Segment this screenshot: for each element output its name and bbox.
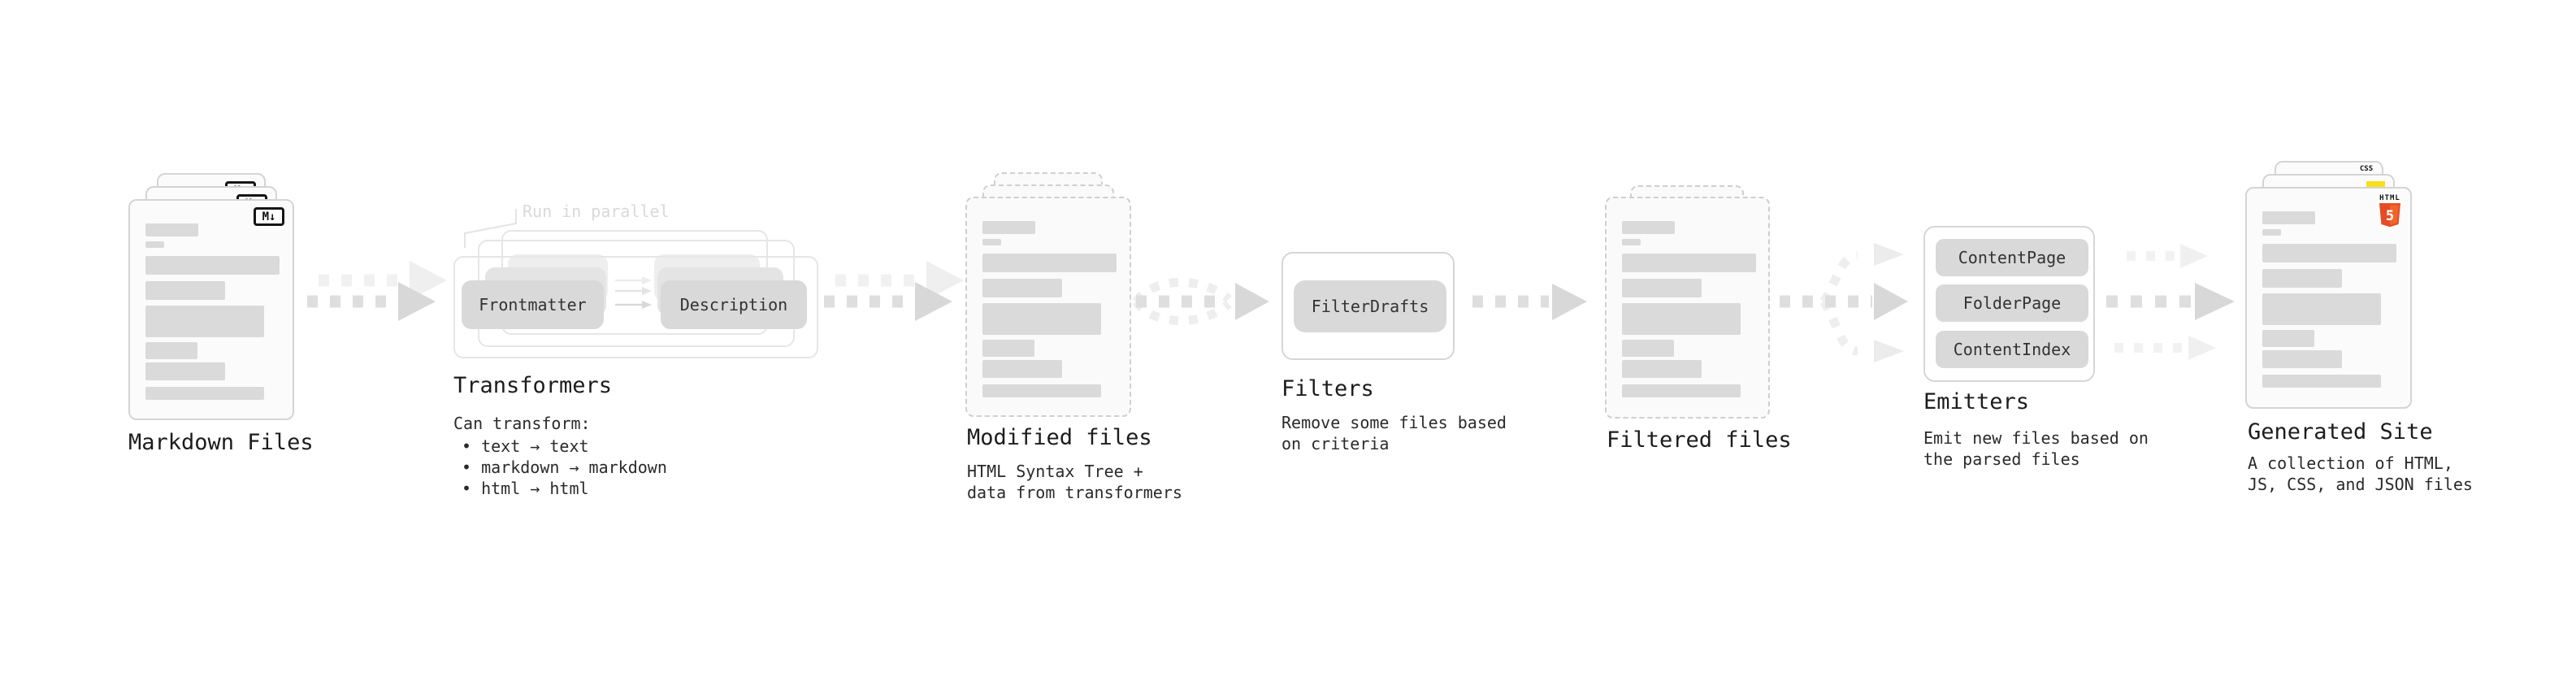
- text-placeholder-bar: [2262, 330, 2314, 347]
- generated-site-description: A collection of HTML, JS, CSS, and JSON …: [2248, 453, 2473, 494]
- text-placeholder-bar: [1622, 340, 1674, 357]
- text-placeholder-bar: [2262, 293, 2381, 325]
- emitters-container: ContentPage FolderPage ContentIndex: [1923, 226, 2095, 382]
- text-placeholder-bar: [2262, 269, 2342, 288]
- filters-label: Filters: [1281, 376, 1374, 401]
- generated-html-card: HTML 5: [2245, 187, 2412, 409]
- text-placeholder-bar: [1622, 254, 1756, 272]
- text-placeholder-bar: [1622, 239, 1641, 245]
- text-placeholder-bar: [1622, 360, 1702, 378]
- bullet-item: • text → text: [462, 436, 589, 456]
- filtered-files-label: Filtered files: [1607, 427, 1792, 453]
- text-placeholder-bar: [982, 221, 1035, 234]
- text-placeholder-bar: [145, 362, 225, 380]
- modified-files-description: HTML Syntax Tree + data from transformer…: [967, 462, 1182, 502]
- text-placeholder-bar: [145, 387, 264, 400]
- text-placeholder-bar: [2262, 229, 2281, 236]
- text-placeholder-bar: [145, 281, 225, 300]
- text-placeholder-bar: [145, 223, 198, 236]
- arrow-markdown-to-transformers: [307, 261, 447, 321]
- arrow-filters-to-filtered: [1472, 284, 1587, 320]
- arrow-modified-to-filters: [1132, 277, 1269, 326]
- folderpage-box: FolderPage: [1936, 284, 2088, 322]
- bullet-item: • markdown → markdown: [462, 458, 667, 477]
- text-placeholder-bar: [982, 384, 1101, 397]
- contentindex-box: ContentIndex: [1936, 331, 2088, 368]
- transformer-layer-front: [453, 256, 818, 358]
- text-placeholder-bar: [145, 342, 197, 359]
- arrow-emitters-to-generated: [2106, 244, 2235, 360]
- arrow-transformers-to-modified: [824, 261, 964, 321]
- filterdrafts-box: FilterDrafts: [1294, 280, 1446, 332]
- text-placeholder-bar: [982, 360, 1062, 378]
- text-placeholder-bar: [982, 254, 1117, 272]
- filters-container: FilterDrafts: [1281, 252, 1455, 360]
- text-placeholder-bar: [2262, 350, 2342, 368]
- text-placeholder-bar: [982, 279, 1062, 297]
- run-in-parallel-note: Run in parallel: [523, 202, 670, 221]
- emitters-description: Emit new files based on the parsed files: [1923, 428, 2149, 469]
- generated-site-label: Generated Site: [2248, 419, 2433, 445]
- html5-number: 5: [2386, 208, 2394, 224]
- text-placeholder-bar: [145, 306, 264, 337]
- transformers-bullet-list: • text → text • markdown → markdown • ht…: [453, 436, 667, 499]
- text-placeholder-bar: [2262, 375, 2381, 388]
- emitters-label: Emitters: [1923, 389, 2030, 414]
- html5-icon: HTML 5: [2379, 194, 2401, 232]
- bullet-item: • html → html: [462, 479, 589, 498]
- text-placeholder-bar: [982, 303, 1101, 335]
- modified-file-card-front: [965, 197, 1131, 417]
- frontmatter-box: Frontmatter: [462, 280, 604, 329]
- markdown-file-card-front: M↓: [128, 199, 294, 420]
- description-box: Description: [661, 280, 807, 329]
- markdown-icon: M↓: [254, 207, 284, 226]
- filtered-file-card-front: [1605, 197, 1770, 419]
- modified-files-label: Modified files: [967, 425, 1152, 450]
- arrow-filtered-to-emitters: [1780, 243, 1908, 362]
- transformers-description: Can transform:: [453, 414, 591, 433]
- text-placeholder-bar: [145, 256, 280, 275]
- text-placeholder-bar: [982, 239, 1001, 245]
- text-placeholder-bar: [982, 340, 1034, 357]
- javascript-icon: [2366, 181, 2385, 190]
- text-placeholder-bar: [145, 241, 164, 248]
- text-placeholder-bar: [1622, 384, 1741, 397]
- text-placeholder-bar: [1622, 279, 1702, 297]
- text-placeholder-bar: [2262, 244, 2396, 262]
- contentpage-box: ContentPage: [1936, 239, 2088, 276]
- markdown-files-label: Markdown Files: [128, 430, 314, 455]
- text-placeholder-bar: [2262, 211, 2315, 224]
- text-placeholder-bar: [1622, 303, 1741, 335]
- text-placeholder-bar: [1622, 221, 1675, 234]
- filters-description: Remove some files based on criteria: [1281, 413, 1507, 453]
- transformers-label: Transformers: [453, 373, 613, 398]
